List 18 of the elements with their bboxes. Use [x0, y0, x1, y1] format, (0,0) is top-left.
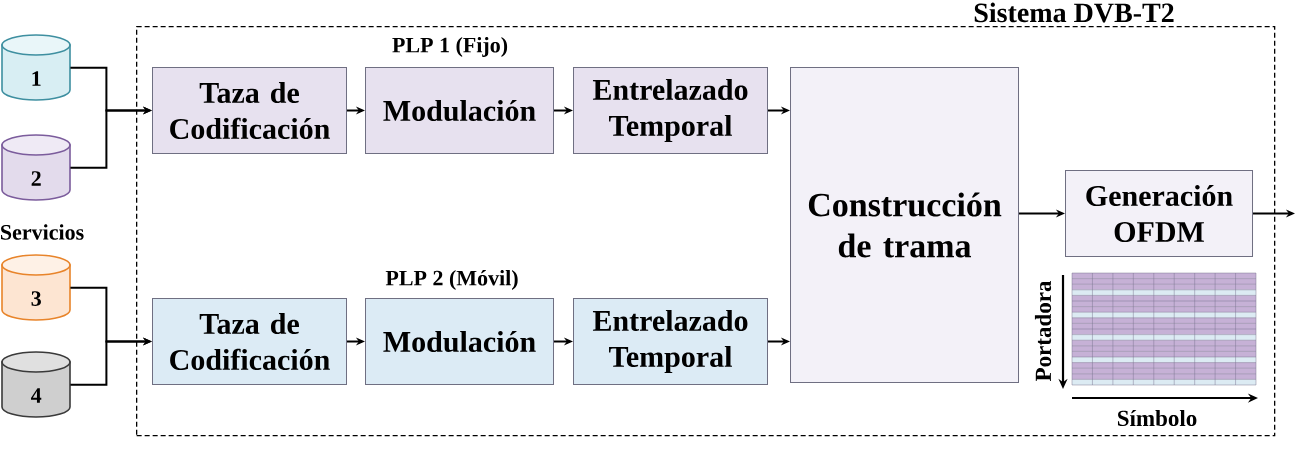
process-box: Entrelazado Temporal [573, 298, 768, 385]
process-box: Entrelazado Temporal [573, 67, 768, 154]
database-cylinder: 4 [1, 351, 71, 418]
database-cylinder: 3 [1, 254, 71, 321]
group-label: Servicios [1, 224, 84, 240]
axis-label: Símbolo [1117, 409, 1197, 427]
system-title: Sistema DVB-T2 [974, 2, 1174, 23]
process-box: Taza de Codificación [152, 67, 347, 154]
row-label: PLP 1 (Fijo) [392, 37, 508, 57]
process-box: Construcción de trama [790, 67, 1019, 383]
process-box: Generación OFDM [1065, 170, 1253, 257]
axis-label: Portadora [1034, 280, 1052, 382]
row-label: PLP 2 (Móvil) [385, 270, 518, 290]
database-cylinder: 1 [1, 34, 71, 101]
process-box: Modulación [365, 67, 554, 154]
database-cylinder: 2 [1, 134, 71, 201]
process-box: Taza de Codificación [152, 298, 347, 385]
process-box: Modulación [365, 298, 554, 385]
